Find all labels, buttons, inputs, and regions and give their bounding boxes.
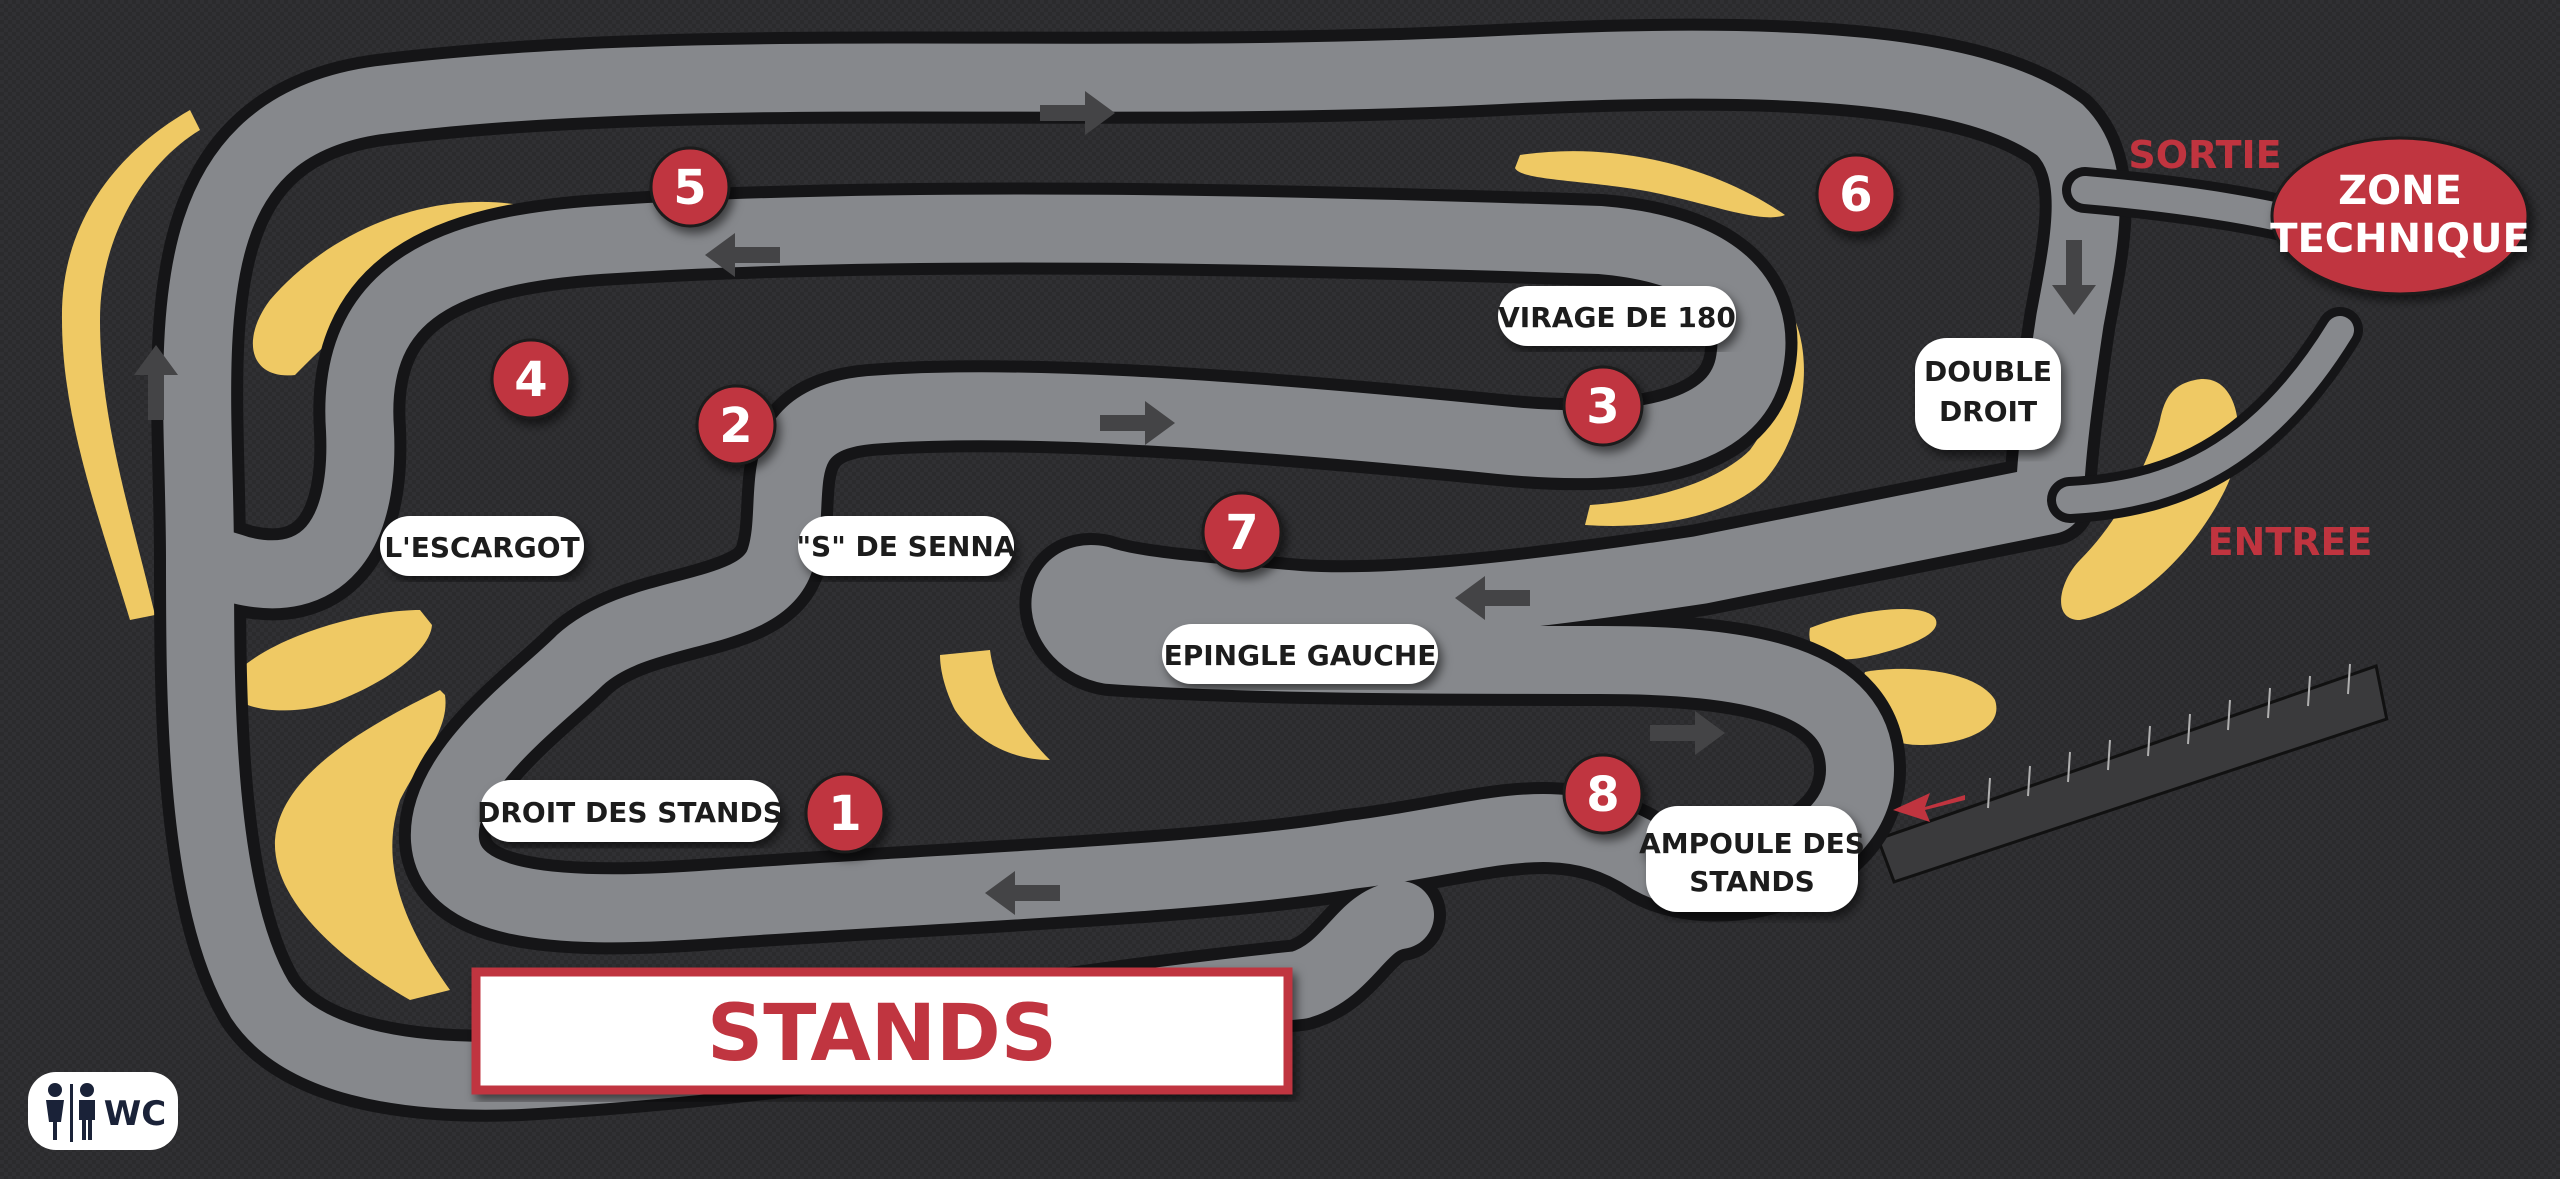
label-double-droit: DOUBLE DROIT [1915,338,2061,450]
runoff-right-1 [1809,609,1937,660]
corner-number: 7 [1225,505,1258,561]
direction-arrow-icon [985,871,1060,915]
label-ampoule-line1: AMPOULE DES [1639,827,1865,860]
corner-number: 2 [719,398,752,454]
corner-marker-4: 4 [490,338,572,420]
runoff-left-outer [61,110,200,620]
corner-marker-7: 7 [1201,491,1283,573]
direction-arrow-icon [2052,240,2096,315]
pit-lane [1876,663,2389,884]
corner-number: 5 [673,160,706,216]
corner-marker-3: 3 [1562,365,1644,447]
restroom-icon [46,1083,95,1142]
direction-arrow-icon [1100,401,1175,445]
entree-label: ENTREE [2208,520,2373,564]
direction-arrow-icon [1040,91,1115,135]
corner-marker-1: 1 [804,772,886,854]
label-s-de-senna: "S" DE SENNA [796,516,1016,576]
zone-technique-line2: TECHNIQUE [2270,216,2530,262]
wc-badge: WC [28,1072,178,1150]
zone-technique-line1: ZONE [2338,168,2462,214]
wc-label: WC [104,1094,166,1134]
corner-number: 8 [1586,767,1619,823]
label-epingle-gauche: EPINGLE GAUCHE [1162,624,1438,684]
corner-number: 3 [1586,379,1619,435]
corner-label: EPINGLE GAUCHE [1164,639,1437,672]
runoff-left-low [274,690,450,1000]
corner-marker-2: 2 [695,384,777,466]
corner-number: 1 [828,786,861,842]
direction-arrow-icon [1455,576,1530,620]
direction-arrow-icon [705,233,780,277]
pit-entry-arrow-icon [1893,793,1965,822]
label-droit-des-stands: DROIT DES STANDS [477,780,783,842]
label-double-droit-line1: DOUBLE [1924,355,2052,388]
corner-labels: DROIT DES STANDS "S" DE SENNA VIRAGE DE … [380,286,2061,912]
corner-marker-8: 8 [1562,753,1644,835]
runoff-6 [1515,151,1785,218]
corner-marker-5: 5 [649,146,731,228]
corner-label: L'ESCARGOT [384,531,579,564]
corner-number: 4 [514,352,547,408]
sortie-label: SORTIE [2128,133,2281,177]
direction-arrows [134,91,2096,915]
label-ampoule-des-stands: AMPOULE DES STANDS [1639,806,1865,912]
corner-marker-6: 6 [1815,153,1897,235]
corner-markers: 1 2 3 4 5 6 7 8 [490,146,1897,854]
stands-label: STANDS [707,989,1057,1079]
runoff-left-mid [229,610,432,711]
corner-label: DROIT DES STANDS [477,796,783,829]
direction-arrow-icon [134,345,178,420]
label-virage-de-180: VIRAGE DE 180 [1498,286,1736,346]
zone-technique: ZONE TECHNIQUE [2270,136,2530,296]
label-ampoule-line2: STANDS [1689,865,1815,898]
runoff-3 [1585,320,1804,526]
label-double-droit-line2: DROIT [1939,395,2037,428]
label-escargot: L'ESCARGOT [380,516,584,576]
direction-arrow-icon [1650,711,1725,755]
corner-label: "S" DE SENNA [796,530,1015,563]
runoff-7 [940,650,1050,760]
corner-number: 6 [1839,167,1872,223]
corner-label: VIRAGE DE 180 [1498,301,1736,334]
stands-building: STANDS [471,967,1293,1095]
